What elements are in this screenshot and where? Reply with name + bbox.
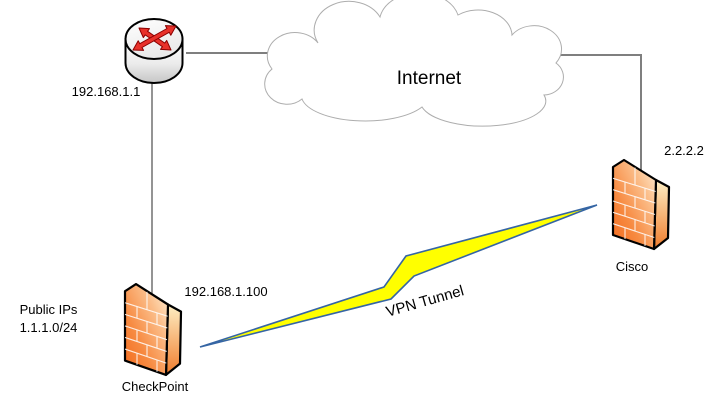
checkpoint-ip-label: 192.168.1.100: [184, 284, 268, 299]
router-icon: [124, 18, 184, 84]
checkpoint-firewall-icon: [123, 282, 183, 377]
link-internet-cisco: [552, 54, 642, 195]
cisco-firewall-icon: [611, 158, 671, 251]
internet-label: Internet: [396, 68, 462, 89]
lightning-bolt-icon: [199, 204, 598, 348]
checkpoint-name-label: CheckPoint: [121, 379, 189, 394]
cisco-ip-label: 2.2.2.2: [664, 143, 704, 158]
public-ips-line2: 1.1.1.0/24: [19, 320, 78, 335]
public-ips-label: Public IPs 1.1.1.0/24: [0, 301, 97, 337]
cisco-name-label: Cisco: [615, 259, 649, 274]
router-ip-label: 192.168.1.1: [71, 84, 141, 99]
cloud-icon: [264, 0, 564, 127]
public-ips-line1: Public IPs: [19, 302, 78, 317]
